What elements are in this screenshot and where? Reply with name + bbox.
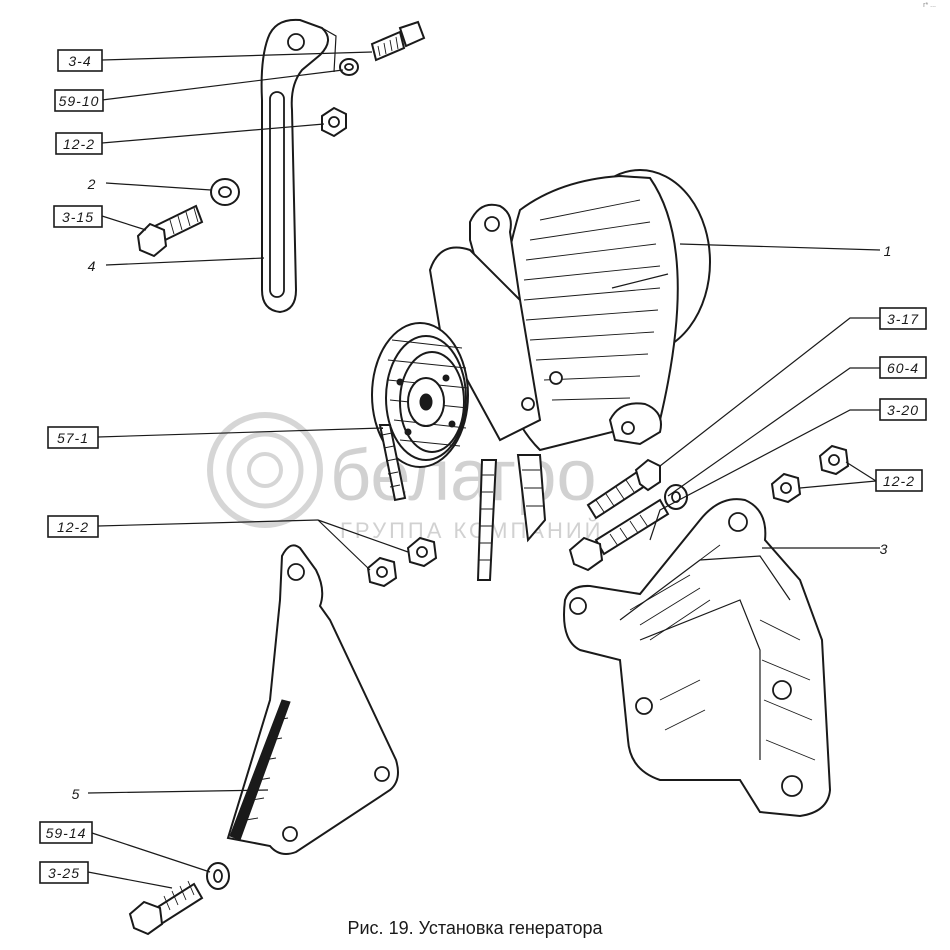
bolt-3-25-part — [128, 880, 204, 936]
bolt-3-4-part — [370, 20, 426, 62]
washer-60-4-part — [664, 484, 688, 510]
corner-mark: r* ... — [923, 2, 936, 9]
nut-12-2-top-part — [321, 106, 347, 138]
callout-5-label: 5 — [72, 786, 81, 802]
callout-3-25-label: 3-25 — [48, 865, 80, 881]
callout-3: 3 — [880, 541, 889, 557]
watermark: белагро ГРУППА КОМПАНИЙ — [207, 412, 604, 543]
callout-3-4-label: 3-4 — [68, 53, 91, 69]
callout-3-15-label: 3-15 — [62, 209, 94, 225]
callout-3-20-label: 3-20 — [887, 402, 919, 418]
callout-3-label: 3 — [880, 541, 889, 557]
bolt-3-15-part — [136, 204, 204, 258]
callout-1: 1 — [884, 243, 893, 259]
support-plate-5-part — [226, 544, 399, 855]
callout-12-2-top: 12-2 — [55, 132, 103, 155]
callout-2: 2 — [87, 176, 97, 192]
callout-3-20: 3-20 — [879, 398, 927, 421]
callout-3-4: 3-4 — [57, 49, 103, 72]
callout-59-14-label: 59-14 — [46, 825, 87, 841]
watermark-subtitle: ГРУППА КОМПАНИЙ — [340, 518, 604, 543]
callout-59-10: 59-10 — [54, 89, 104, 112]
bolt-3-17-part — [586, 458, 661, 520]
callout-60-4: 60-4 — [879, 356, 927, 379]
callout-3-17-label: 3-17 — [887, 311, 919, 327]
callout-4-label: 4 — [88, 258, 97, 274]
callout-12-2-right-label: 12-2 — [883, 473, 915, 489]
watermark-brand: белагро — [330, 436, 596, 516]
lock-washer-59-14-part — [206, 862, 230, 890]
callout-3-25: 3-25 — [39, 861, 89, 884]
callout-2-label: 2 — [87, 176, 97, 192]
figure-caption: Рис. 19. Установка генератора — [347, 918, 603, 938]
callout-59-14: 59-14 — [39, 821, 93, 844]
v-belt-57-1-part — [378, 424, 547, 581]
callout-12-2-right: 12-2 — [875, 469, 923, 492]
lock-washer-59-10-part — [339, 58, 359, 76]
callout-57-1: 57-1 — [47, 426, 99, 449]
callout-3-15: 3-15 — [53, 205, 103, 228]
generator-part — [371, 169, 711, 468]
nut-12-2-right-part — [770, 444, 850, 504]
washer-2-part — [210, 178, 240, 206]
adjusting-strap-part — [260, 18, 337, 314]
nut-12-2-left-part — [366, 536, 438, 588]
callout-12-2-left-label: 12-2 — [57, 519, 89, 535]
callout-1-label: 1 — [884, 243, 893, 259]
callout-12-2-top-label: 12-2 — [63, 136, 95, 152]
callout-12-2-left: 12-2 — [47, 515, 99, 538]
callout-3-17: 3-17 — [879, 307, 927, 330]
callout-59-10-label: 59-10 — [59, 93, 100, 109]
mounting-bracket-3-part — [563, 498, 832, 818]
callout-60-4-label: 60-4 — [887, 360, 919, 376]
callout-4: 4 — [88, 258, 97, 274]
leader-lines — [87, 51, 881, 889]
callout-5: 5 — [72, 786, 81, 802]
bolt-3-20-part — [568, 498, 670, 572]
callout-57-1-label: 57-1 — [57, 430, 89, 446]
